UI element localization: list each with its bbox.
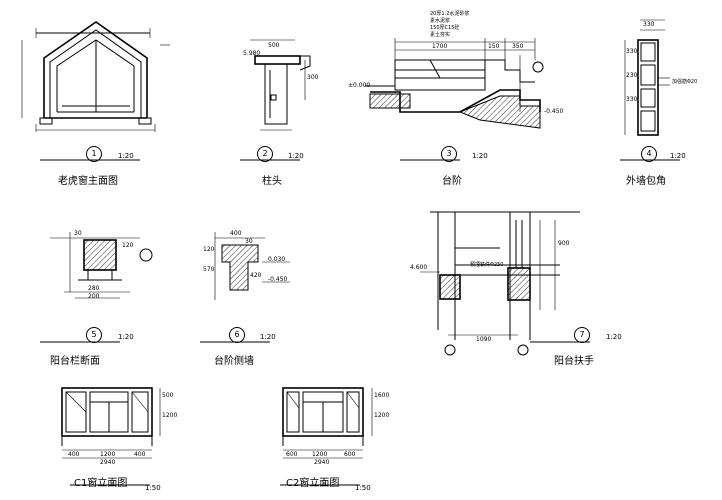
d3-note-3: 150厚C15砼 bbox=[430, 25, 460, 31]
c2-dim-b: 1200 bbox=[312, 451, 328, 458]
d2-dim-side: 300 bbox=[307, 74, 319, 81]
d7-elevation: 4.600 bbox=[410, 264, 428, 271]
c2-dim-c: 600 bbox=[344, 451, 356, 458]
c1-dim-c: 400 bbox=[134, 451, 146, 458]
detail-5-balcony-section bbox=[40, 232, 153, 343]
c2-window-elevation bbox=[280, 387, 373, 486]
c2-scale: 1:50 bbox=[355, 484, 371, 492]
d7-note: 预埋铁件Φ250 bbox=[470, 262, 504, 268]
d6-elev-1: 0.030 bbox=[268, 256, 286, 263]
d6-dim-d: 570 bbox=[203, 266, 215, 273]
detail-2-column-head bbox=[240, 39, 311, 161]
detail-5-scale: 1:20 bbox=[118, 333, 134, 341]
c1-title: C1窗立面图 bbox=[74, 478, 128, 489]
c1-dim-b: 1200 bbox=[100, 451, 116, 458]
d5-dim-a: 30 bbox=[74, 230, 82, 237]
detail-4-number: 4 bbox=[641, 146, 657, 162]
d6-elev-2: -0.450 bbox=[268, 276, 288, 283]
detail-7-title: 阳台扶手 bbox=[554, 356, 594, 367]
detail-6-scale: 1:20 bbox=[260, 333, 276, 341]
c1-dim-a: 400 bbox=[68, 451, 80, 458]
d3-dim-150: 150 bbox=[488, 43, 500, 50]
detail-3-scale: 1:20 bbox=[472, 152, 488, 160]
d4-dim-b: 330 bbox=[626, 48, 638, 55]
d3-dim-1700: 1700 bbox=[432, 43, 448, 50]
d3-elev-right: -0.450 bbox=[544, 108, 564, 115]
d6-dim-b: 30 bbox=[245, 238, 253, 245]
d2-elevation: 5.980 bbox=[243, 50, 261, 57]
d3-elev-left: ±0.000 bbox=[348, 82, 371, 89]
d5-dim-c: 280 bbox=[88, 285, 100, 292]
d6-dim-e: 420 bbox=[250, 272, 262, 279]
detail-5-number: 5 bbox=[86, 327, 102, 343]
d4-note: 加强筋Φ20 bbox=[672, 79, 698, 85]
detail-1-scale: 1:20 bbox=[118, 152, 134, 160]
c1-scale: 1:50 bbox=[145, 484, 161, 492]
c1-dim-h1: 500 bbox=[162, 392, 174, 399]
c1-window-elevation bbox=[61, 387, 161, 486]
d5-dim-b: 120 bbox=[122, 242, 134, 249]
detail-2-scale: 1:20 bbox=[288, 152, 304, 160]
d6-dim-c: 120 bbox=[203, 246, 215, 253]
d4-dim-a: 330 bbox=[643, 21, 655, 28]
detail-2-number: 2 bbox=[257, 146, 273, 162]
detail-4-scale: 1:20 bbox=[670, 152, 686, 160]
d3-dim-350: 350 bbox=[512, 43, 524, 50]
d7-dim-width: 1090 bbox=[476, 336, 492, 343]
d4-dim-c: 230 bbox=[626, 72, 638, 79]
detail-7-number: 7 bbox=[574, 327, 590, 343]
detail-3-steps bbox=[365, 38, 544, 161]
detail-2-title: 柱头 bbox=[262, 176, 282, 187]
detail-7-scale: 1:20 bbox=[606, 333, 622, 341]
d3-note-1: 20厚1:2水泥砂浆 bbox=[430, 11, 470, 17]
detail-4-wall-corner bbox=[620, 19, 680, 161]
d3-note-4: 素土夯实 bbox=[430, 32, 451, 38]
detail-1-dormer bbox=[21, 21, 170, 161]
c2-dim-total: 2940 bbox=[314, 459, 330, 466]
detail-3-number: 3 bbox=[441, 146, 457, 162]
c2-dim-h2: 1200 bbox=[374, 412, 390, 419]
c2-dim-h1: 1600 bbox=[374, 392, 390, 399]
d4-dim-d: 330 bbox=[626, 96, 638, 103]
d6-dim-a: 400 bbox=[230, 230, 242, 237]
c1-dim-h2: 1200 bbox=[162, 412, 178, 419]
d3-note-2: 素水泥浆 bbox=[430, 18, 451, 24]
d7-dim-height: 900 bbox=[558, 240, 570, 247]
detail-4-title: 外墙包角 bbox=[626, 176, 666, 187]
detail-1-number: 1 bbox=[86, 146, 102, 162]
d5-dim-d: 200 bbox=[88, 293, 100, 300]
detail-6-title: 台阶侧墙 bbox=[214, 356, 254, 367]
d2-dim-top: 500 bbox=[268, 42, 280, 49]
detail-7-handrail bbox=[420, 211, 590, 356]
detail-3-title: 台阶 bbox=[442, 176, 462, 187]
detail-5-title: 阳台栏断面 bbox=[50, 356, 100, 367]
c2-dim-a: 600 bbox=[286, 451, 298, 458]
detail-6-number: 6 bbox=[229, 327, 245, 343]
c1-dim-total: 2940 bbox=[100, 459, 116, 466]
detail-1-title: 老虎窗主面图 bbox=[58, 176, 118, 187]
c2-title: C2窗立面图 bbox=[286, 478, 340, 489]
